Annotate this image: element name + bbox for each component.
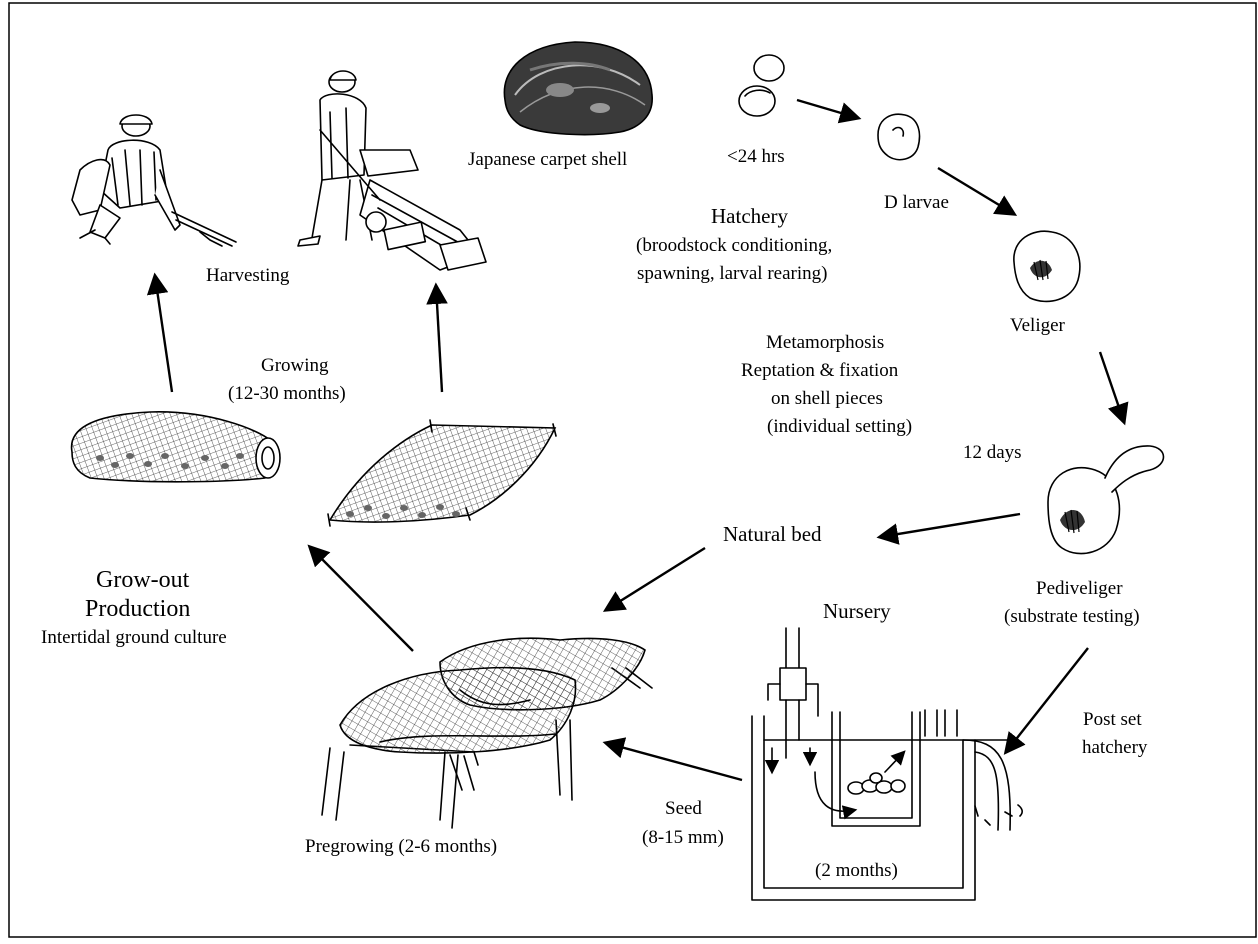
label-individual-setting: (individual setting) [767,416,912,437]
label-veliger: Veliger [1010,315,1066,336]
label-grow-out: Grow-out [96,567,190,593]
label-growing-months: (12-30 months) [228,383,346,404]
arrow-pediveliger-to-nursery [1006,648,1088,752]
label-reptation: Reptation & fixation [741,360,899,381]
egg-illustrations [739,55,784,116]
label-growing: Growing [261,355,329,376]
label-intertidal: Intertidal ground culture [41,627,227,648]
arrow-natural-bed-to-pregrowing [606,548,705,610]
label-12-days: 12 days [963,442,1022,463]
arrow-pregrowing-to-growing [310,547,413,651]
arrow-nursery-to-pregrowing [606,743,742,780]
veliger-illustration [1014,231,1080,301]
label-natural-bed: Natural bed [723,522,822,546]
label-pregrowing: Pregrowing (2-6 months) [305,836,497,857]
label-hatchery-title: Hatchery [711,204,788,228]
label-seed: Seed [665,798,702,819]
arrow-pediveliger-to-natural-bed [880,514,1020,537]
arrow-dlarvae-to-veliger [938,168,1014,214]
label-nursery: Nursery [823,599,891,623]
label-pediveliger: Pediveliger [1036,578,1123,599]
arrow-growing-to-harvesting-left [155,276,172,392]
label-d-larvae: D larvae [884,192,949,213]
label-harvesting: Harvesting [206,265,290,286]
arrow-veliger-to-pediveliger [1100,352,1124,422]
pregrowing-trestles-illustration [322,638,652,828]
label-24hrs: <24 hrs [727,146,785,167]
mechanical-harvester-illustration [298,71,486,270]
arrow-growing-to-harvesting-right [436,286,442,392]
label-shell-pieces: on shell pieces [771,388,883,409]
pediveliger-illustration [1048,446,1164,554]
label-seed-size: (8-15 mm) [642,827,724,848]
arrow-eggs-to-dlarvae [797,100,858,118]
label-2-months: (2 months) [815,860,898,881]
pegged-net-illustration [328,420,556,526]
d-larvae-illustration [878,114,919,159]
rolled-net-illustration [72,412,280,482]
label-hatchery: hatchery [1082,737,1148,758]
label-hatchery-line2: spawning, larval rearing) [637,263,827,284]
label-carpet-shell: Japanese carpet shell [468,149,627,170]
carpet-shell-illustration [504,42,652,135]
label-production: Production [85,596,190,622]
label-hatchery-line1: (broodstock conditioning, [636,235,832,256]
manual-harvester-illustration [72,115,236,246]
label-substrate-testing: (substrate testing) [1004,606,1140,627]
label-post-set: Post set [1083,709,1142,730]
label-metamorphosis: Metamorphosis [766,332,884,353]
